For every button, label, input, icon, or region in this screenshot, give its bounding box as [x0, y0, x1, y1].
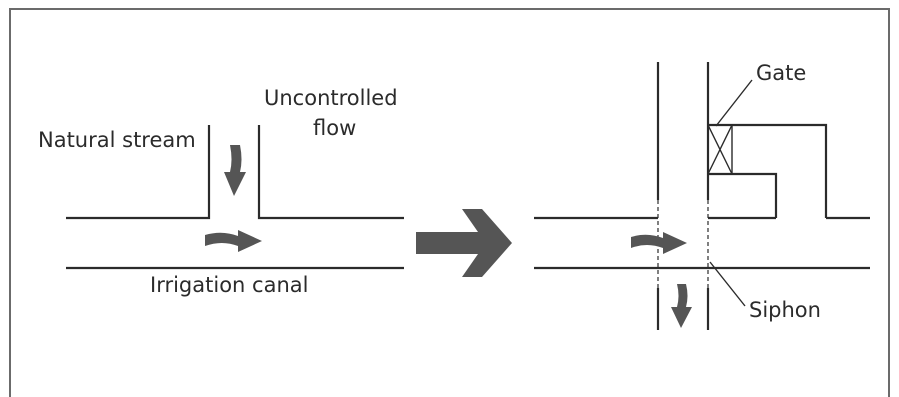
canal-flow-arrow-after-icon	[631, 232, 687, 254]
left-panel: Natural stream Uncontrolled flow Irrigat…	[38, 86, 404, 297]
gate-leader-line	[715, 79, 753, 127]
siphon-label: Siphon	[749, 298, 821, 322]
right-panel: Gate Siphon	[534, 61, 870, 330]
canal-top-line-right	[257, 125, 404, 220]
canal-top-line-left	[66, 125, 211, 220]
gate-label: Gate	[756, 61, 806, 85]
canal-flow-arrow-icon	[205, 230, 262, 252]
frame-border	[9, 8, 890, 397]
siphon-outflow-arrow-icon	[671, 284, 692, 328]
stream-flow-arrow-icon	[224, 145, 246, 196]
gate-box	[707, 124, 733, 175]
uncontrolled-flow-label-line1: Uncontrolled	[264, 86, 398, 110]
siphon-leader-line	[709, 261, 746, 307]
transition-arrow-icon	[416, 209, 512, 277]
uncontrolled-flow-label-line2: flow	[313, 116, 356, 140]
irrigation-canal-label: Irrigation canal	[150, 273, 308, 297]
gate-x-icon	[707, 124, 733, 175]
natural-stream-label: Natural stream	[38, 128, 196, 152]
